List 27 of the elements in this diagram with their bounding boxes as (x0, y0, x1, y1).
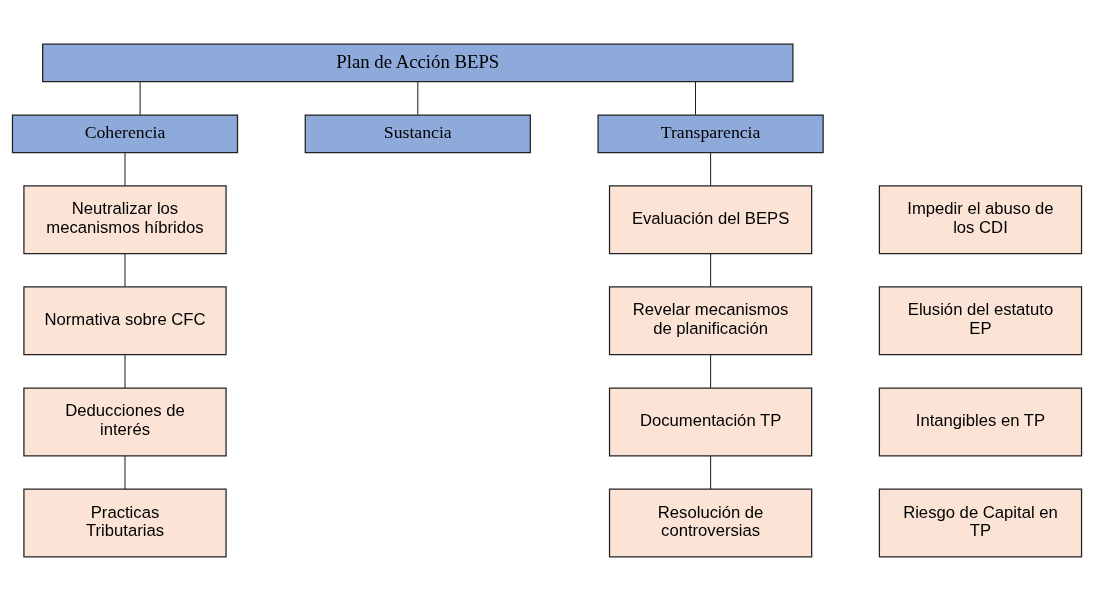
node-box: Deducciones de interés (23, 386, 227, 456)
connector (124, 252, 126, 287)
node-box: Documentación TP (608, 386, 813, 456)
node-box: Neutralizar los mecanismos híbridos (23, 184, 227, 254)
connector (417, 80, 419, 115)
connector (124, 454, 126, 489)
node-box: Revelar mecanismos de planificación (608, 285, 813, 355)
node-box: Intangibles en TP (878, 386, 1083, 456)
connector (139, 80, 141, 115)
node-box: Elusión del estatuto EP (878, 285, 1083, 355)
node-box: Resolución de controversias (608, 487, 813, 557)
connector (710, 454, 712, 489)
node-box: Sustancia (304, 113, 531, 153)
node-box: Evaluación del BEPS (608, 184, 813, 254)
node-box: Impedir el abuso de los CDI (878, 184, 1083, 254)
connector (710, 252, 712, 287)
connector (710, 151, 712, 186)
node-box: Plan de Acción BEPS (42, 43, 794, 82)
connector (124, 353, 126, 388)
node-box: Practicas Tributarias (23, 487, 227, 557)
node-box: Coherencia (11, 113, 239, 153)
connector (124, 151, 126, 186)
node-box: Transparencia (597, 113, 824, 153)
node-box: Normativa sobre CFC (23, 285, 227, 355)
node-box: Riesgo de Capital en TP (878, 487, 1083, 557)
connector (710, 353, 712, 388)
connector (694, 80, 696, 115)
